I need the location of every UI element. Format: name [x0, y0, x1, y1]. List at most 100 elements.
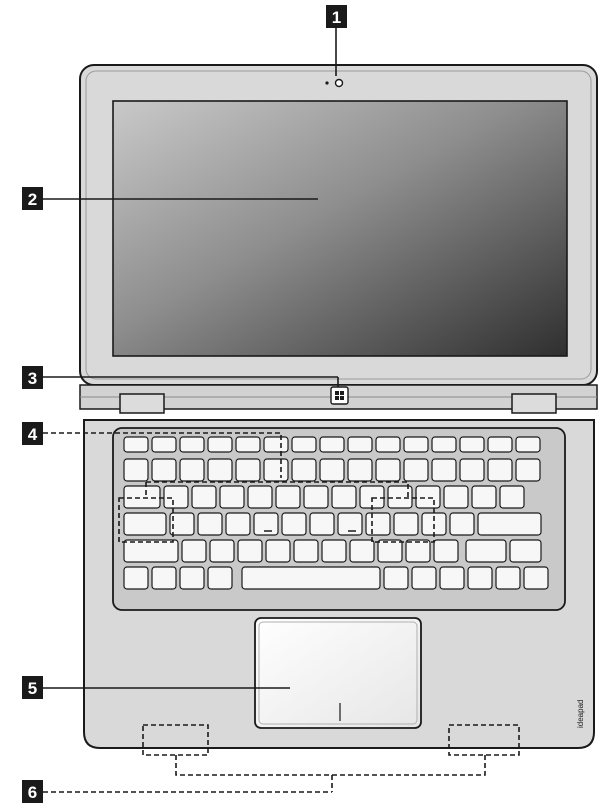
key	[197, 512, 223, 536]
key	[515, 436, 541, 453]
callout-2: 2	[22, 187, 43, 210]
key	[247, 485, 273, 509]
key	[179, 566, 205, 590]
callout-6: 6	[22, 780, 43, 803]
key	[281, 512, 307, 536]
key-highlight-left	[118, 497, 174, 543]
key	[319, 436, 345, 453]
key	[523, 566, 549, 590]
key	[207, 566, 233, 590]
leader-4	[43, 432, 282, 478]
hinge-left	[119, 393, 165, 414]
key	[169, 512, 195, 536]
svg-text:6: 6	[28, 783, 37, 802]
windows-button-top	[330, 386, 349, 405]
key	[403, 458, 429, 482]
key	[191, 485, 217, 509]
key	[465, 539, 507, 563]
key	[487, 436, 513, 453]
key	[265, 539, 291, 563]
key	[477, 512, 542, 536]
key	[179, 436, 205, 453]
key	[347, 458, 373, 482]
svg-text:2: 2	[28, 190, 37, 209]
key	[151, 566, 177, 590]
key	[123, 485, 161, 509]
speaker-left-area	[142, 724, 209, 756]
key	[303, 485, 329, 509]
key	[123, 566, 149, 590]
key	[393, 512, 419, 536]
camera	[325, 78, 344, 88]
key	[431, 436, 457, 453]
key	[291, 436, 317, 453]
callout-4: 4	[22, 422, 43, 445]
key	[263, 436, 289, 453]
key	[235, 436, 261, 453]
key	[459, 458, 485, 482]
key	[375, 458, 401, 482]
key	[471, 485, 497, 509]
key	[499, 485, 525, 509]
svg-text:4: 4	[28, 425, 38, 444]
key-highlight-right	[371, 497, 435, 543]
key	[293, 539, 319, 563]
camera-lens	[334, 78, 344, 88]
key	[275, 485, 301, 509]
hinge-right	[511, 393, 557, 414]
key	[241, 566, 381, 590]
key	[431, 458, 457, 482]
svg-text:1: 1	[332, 8, 341, 27]
key	[403, 436, 429, 453]
key	[411, 566, 437, 590]
key	[509, 539, 542, 563]
key	[163, 485, 189, 509]
key	[383, 566, 409, 590]
key	[415, 485, 441, 509]
key	[237, 539, 263, 563]
key	[377, 539, 403, 563]
key	[253, 512, 279, 536]
key	[151, 436, 177, 453]
key	[321, 539, 347, 563]
key	[309, 512, 335, 536]
key	[319, 458, 345, 482]
key	[151, 458, 177, 482]
brand-logo: ideapad	[576, 700, 585, 728]
key	[433, 539, 459, 563]
key	[207, 436, 233, 453]
speaker-bracket	[175, 755, 486, 776]
key	[439, 566, 465, 590]
camera-indicator-dot	[325, 81, 329, 85]
key	[123, 458, 149, 482]
key	[123, 512, 167, 536]
key	[219, 485, 245, 509]
display	[112, 100, 568, 357]
key	[331, 485, 357, 509]
svg-text:5: 5	[28, 679, 37, 698]
callout-3: 3	[22, 366, 43, 389]
key	[405, 539, 431, 563]
key	[495, 566, 521, 590]
key	[181, 539, 207, 563]
key	[449, 512, 475, 536]
key	[349, 539, 375, 563]
key	[235, 458, 261, 482]
key	[207, 458, 233, 482]
key	[179, 458, 205, 482]
callout-1: 1	[326, 5, 347, 28]
key	[467, 566, 493, 590]
callout-5: 5	[22, 676, 43, 699]
keyboard-keys	[123, 436, 549, 590]
key	[515, 458, 541, 482]
key	[291, 458, 317, 482]
touchpad	[254, 617, 422, 729]
key	[443, 485, 469, 509]
key	[225, 512, 251, 536]
key	[123, 539, 179, 563]
key	[209, 539, 235, 563]
key	[375, 436, 401, 453]
key	[365, 512, 391, 536]
speaker-right-area	[448, 724, 520, 756]
